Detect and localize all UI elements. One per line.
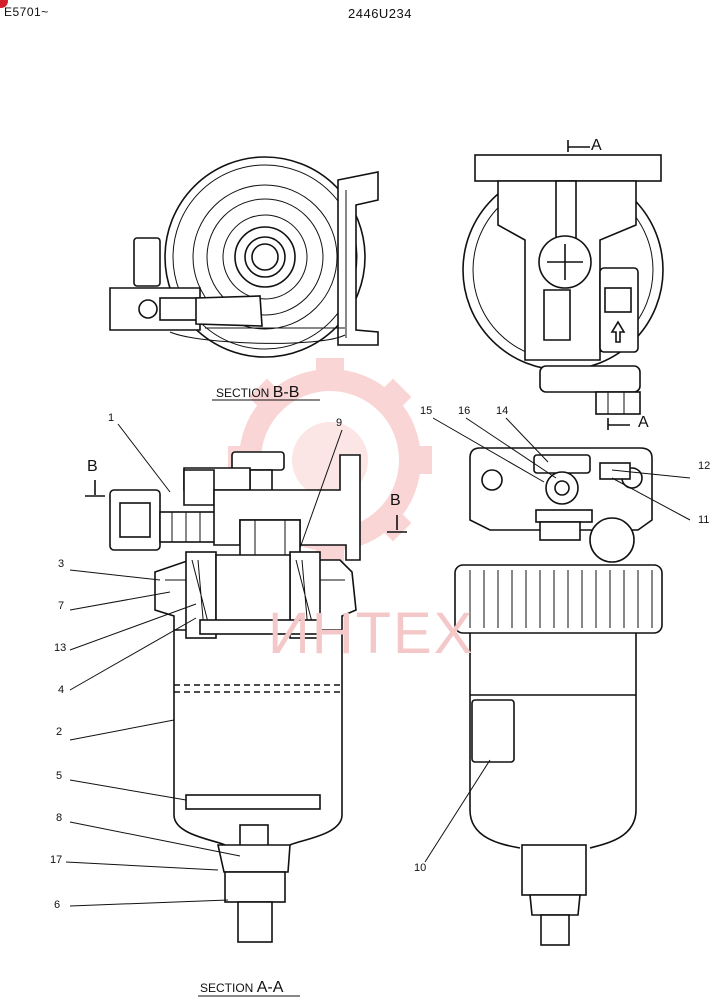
section-aa-suffix: A-A (256, 979, 284, 996)
section-bb-view (109, 156, 379, 358)
callout-6: 6 (54, 899, 61, 911)
callout-12: 12 (698, 460, 711, 472)
callout-5: 5 (56, 770, 63, 782)
top-right-view (462, 154, 664, 415)
exterior-view (454, 447, 663, 946)
callout-17: 17 (50, 854, 63, 866)
serial-range: E5701~ (4, 5, 49, 19)
section-aa-prefix: SECTION (200, 981, 254, 995)
marker-b-left: B (87, 458, 98, 475)
callout-7: 7 (58, 600, 65, 612)
callout-13: 13 (54, 642, 67, 654)
callout-10: 10 (414, 862, 427, 874)
callout-11: 11 (698, 514, 710, 526)
callout-9: 9 (336, 417, 343, 429)
marker-a-top: A (591, 137, 602, 154)
marker-b-right: B (390, 492, 401, 509)
drawing-code: 2446U234 (348, 6, 412, 21)
callout-2: 2 (56, 726, 63, 738)
callout-15: 15 (420, 405, 433, 417)
section-aa-view (109, 451, 361, 943)
callout-14: 14 (496, 405, 509, 417)
section-bb-label: SECTION B-B (216, 384, 299, 402)
section-bb-suffix: B-B (272, 384, 300, 401)
callout-4: 4 (58, 684, 65, 696)
watermark-text: ИНТЕХ (268, 601, 475, 666)
corner-badge (0, 0, 8, 8)
callout-8: 8 (56, 812, 63, 824)
callout-1: 1 (108, 412, 115, 424)
section-aa-label: SECTION A-A (200, 979, 283, 997)
leader-lines (65, 417, 691, 907)
callout-16: 16 (458, 405, 471, 417)
section-marker-lines (85, 140, 630, 997)
callout-3: 3 (58, 558, 65, 570)
marker-a-bottom: A (638, 414, 649, 431)
section-bb-prefix: SECTION (216, 386, 270, 400)
